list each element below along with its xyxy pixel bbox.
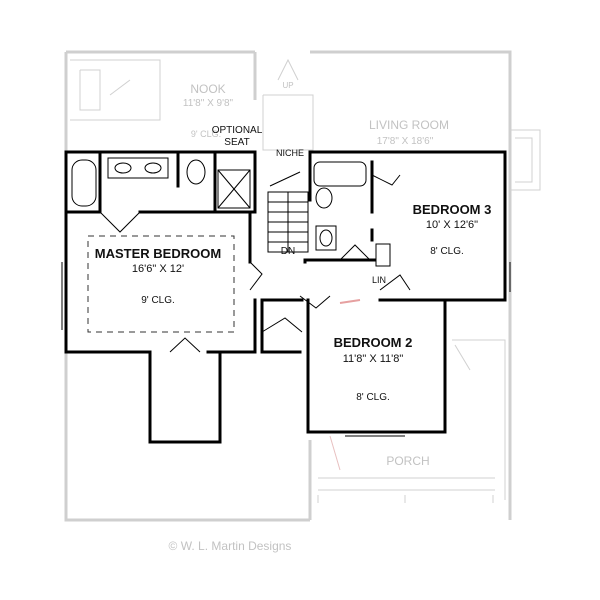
door-swing	[99, 211, 141, 233]
niche-label: NICHE	[276, 148, 304, 158]
staircase	[267, 171, 309, 253]
copyright: © W. L. Martin Designs	[169, 539, 292, 553]
door-swing	[339, 244, 371, 261]
bedroom-2-ceiling: 8' CLG.	[356, 392, 390, 403]
door-swing	[379, 274, 411, 291]
door-swing	[169, 337, 201, 353]
hall-tub-icon	[313, 161, 367, 187]
porch-name: PORCH	[386, 454, 429, 468]
lower-floor-ghost	[64, 50, 541, 522]
bedroom-3-dims: 10' X 12'6"	[426, 219, 478, 231]
master-bedroom-name: MASTER BEDROOM	[95, 246, 221, 261]
room-labels: OPTIONAL SEAT NICHE DN LIN MASTER BEDROO…	[95, 125, 492, 403]
nook-ceiling: 9' CLG.	[191, 129, 221, 139]
up-label: UP	[282, 81, 293, 90]
fixtures	[61, 157, 511, 437]
nook-name: NOOK	[190, 82, 225, 96]
bedroom-2-name: BEDROOM 2	[334, 335, 413, 350]
toilet-icon	[186, 159, 206, 185]
nook-dims: 11'8" X 9'8"	[183, 98, 234, 109]
linen-closet	[375, 243, 391, 267]
bedroom-3-name: BEDROOM 3	[413, 202, 492, 217]
upper-floor-walls	[64, 150, 507, 444]
bedroom-2-dims: 11'8" X 11'8"	[343, 353, 404, 365]
bathtub-icon	[71, 159, 97, 207]
master-bedroom-ceiling: 9' CLG.	[141, 295, 175, 306]
down-label: DN	[281, 246, 295, 257]
linen-label: LIN	[372, 275, 386, 285]
living-room-dims: 17'8" X 18'6"	[377, 136, 434, 147]
bedroom-3-ceiling: 8' CLG.	[430, 246, 464, 257]
master-bedroom-dims: 16'6" X 12'	[132, 263, 184, 275]
optional-seat-label-1: OPTIONAL	[212, 125, 263, 136]
optional-seat-label-2: SEAT	[224, 137, 249, 148]
door-swing	[299, 295, 331, 309]
faded-labels: NOOK 11'8" X 9'8" 9' CLG. UP LIVING ROOM…	[169, 81, 449, 553]
living-room-name: LIVING ROOM	[369, 118, 449, 132]
hall-toilet-icon	[315, 187, 333, 209]
door-swing	[261, 317, 303, 333]
door-swing	[249, 261, 263, 291]
hall-sink-icon	[315, 225, 337, 251]
door-swing	[371, 174, 401, 186]
vanity-icon	[107, 157, 169, 179]
shower-icon	[217, 169, 251, 209]
